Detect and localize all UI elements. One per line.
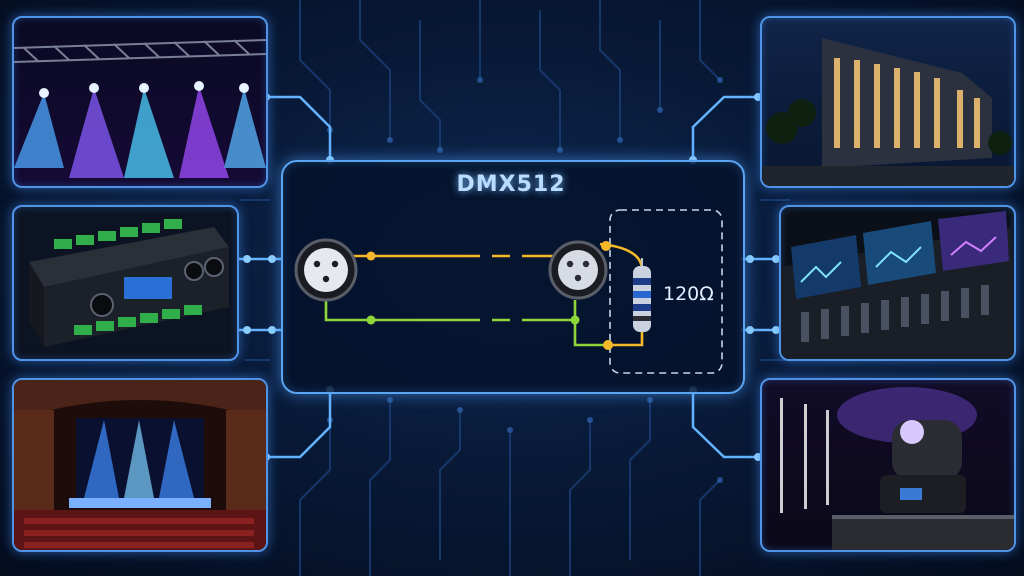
wire-nodes (366, 241, 613, 350)
panel-lighting-console (779, 205, 1016, 361)
panel-concert-stage-lights (12, 16, 268, 188)
xlr-male-connector-icon (294, 238, 358, 302)
xlr-female-connector-icon (548, 240, 608, 300)
trace-bottom-left (266, 390, 332, 459)
moving-head-image (780, 387, 1014, 550)
panel-moving-head-fixture (760, 378, 1016, 552)
panel-dmx-decoder-device (12, 205, 239, 361)
panel-building-facade-lighting (760, 16, 1016, 188)
trace-bottom-right (691, 390, 758, 459)
terminator-dashed-box (609, 209, 723, 374)
resistor-icon (633, 258, 651, 332)
terminator-resistance-label: 120Ω (663, 283, 714, 305)
lighting-console-image (781, 211, 1014, 359)
trace-top-right (691, 95, 758, 160)
theater-stage-image (14, 380, 266, 550)
stage-lights-image (14, 39, 266, 178)
panel-theater-stage (12, 378, 268, 552)
decoder-device-image (29, 219, 229, 347)
building-facade-image (762, 38, 1014, 186)
diagram-title: DMX512 (456, 172, 566, 197)
dmx-diagram-frame (281, 160, 745, 394)
trace-top-left (266, 95, 332, 160)
